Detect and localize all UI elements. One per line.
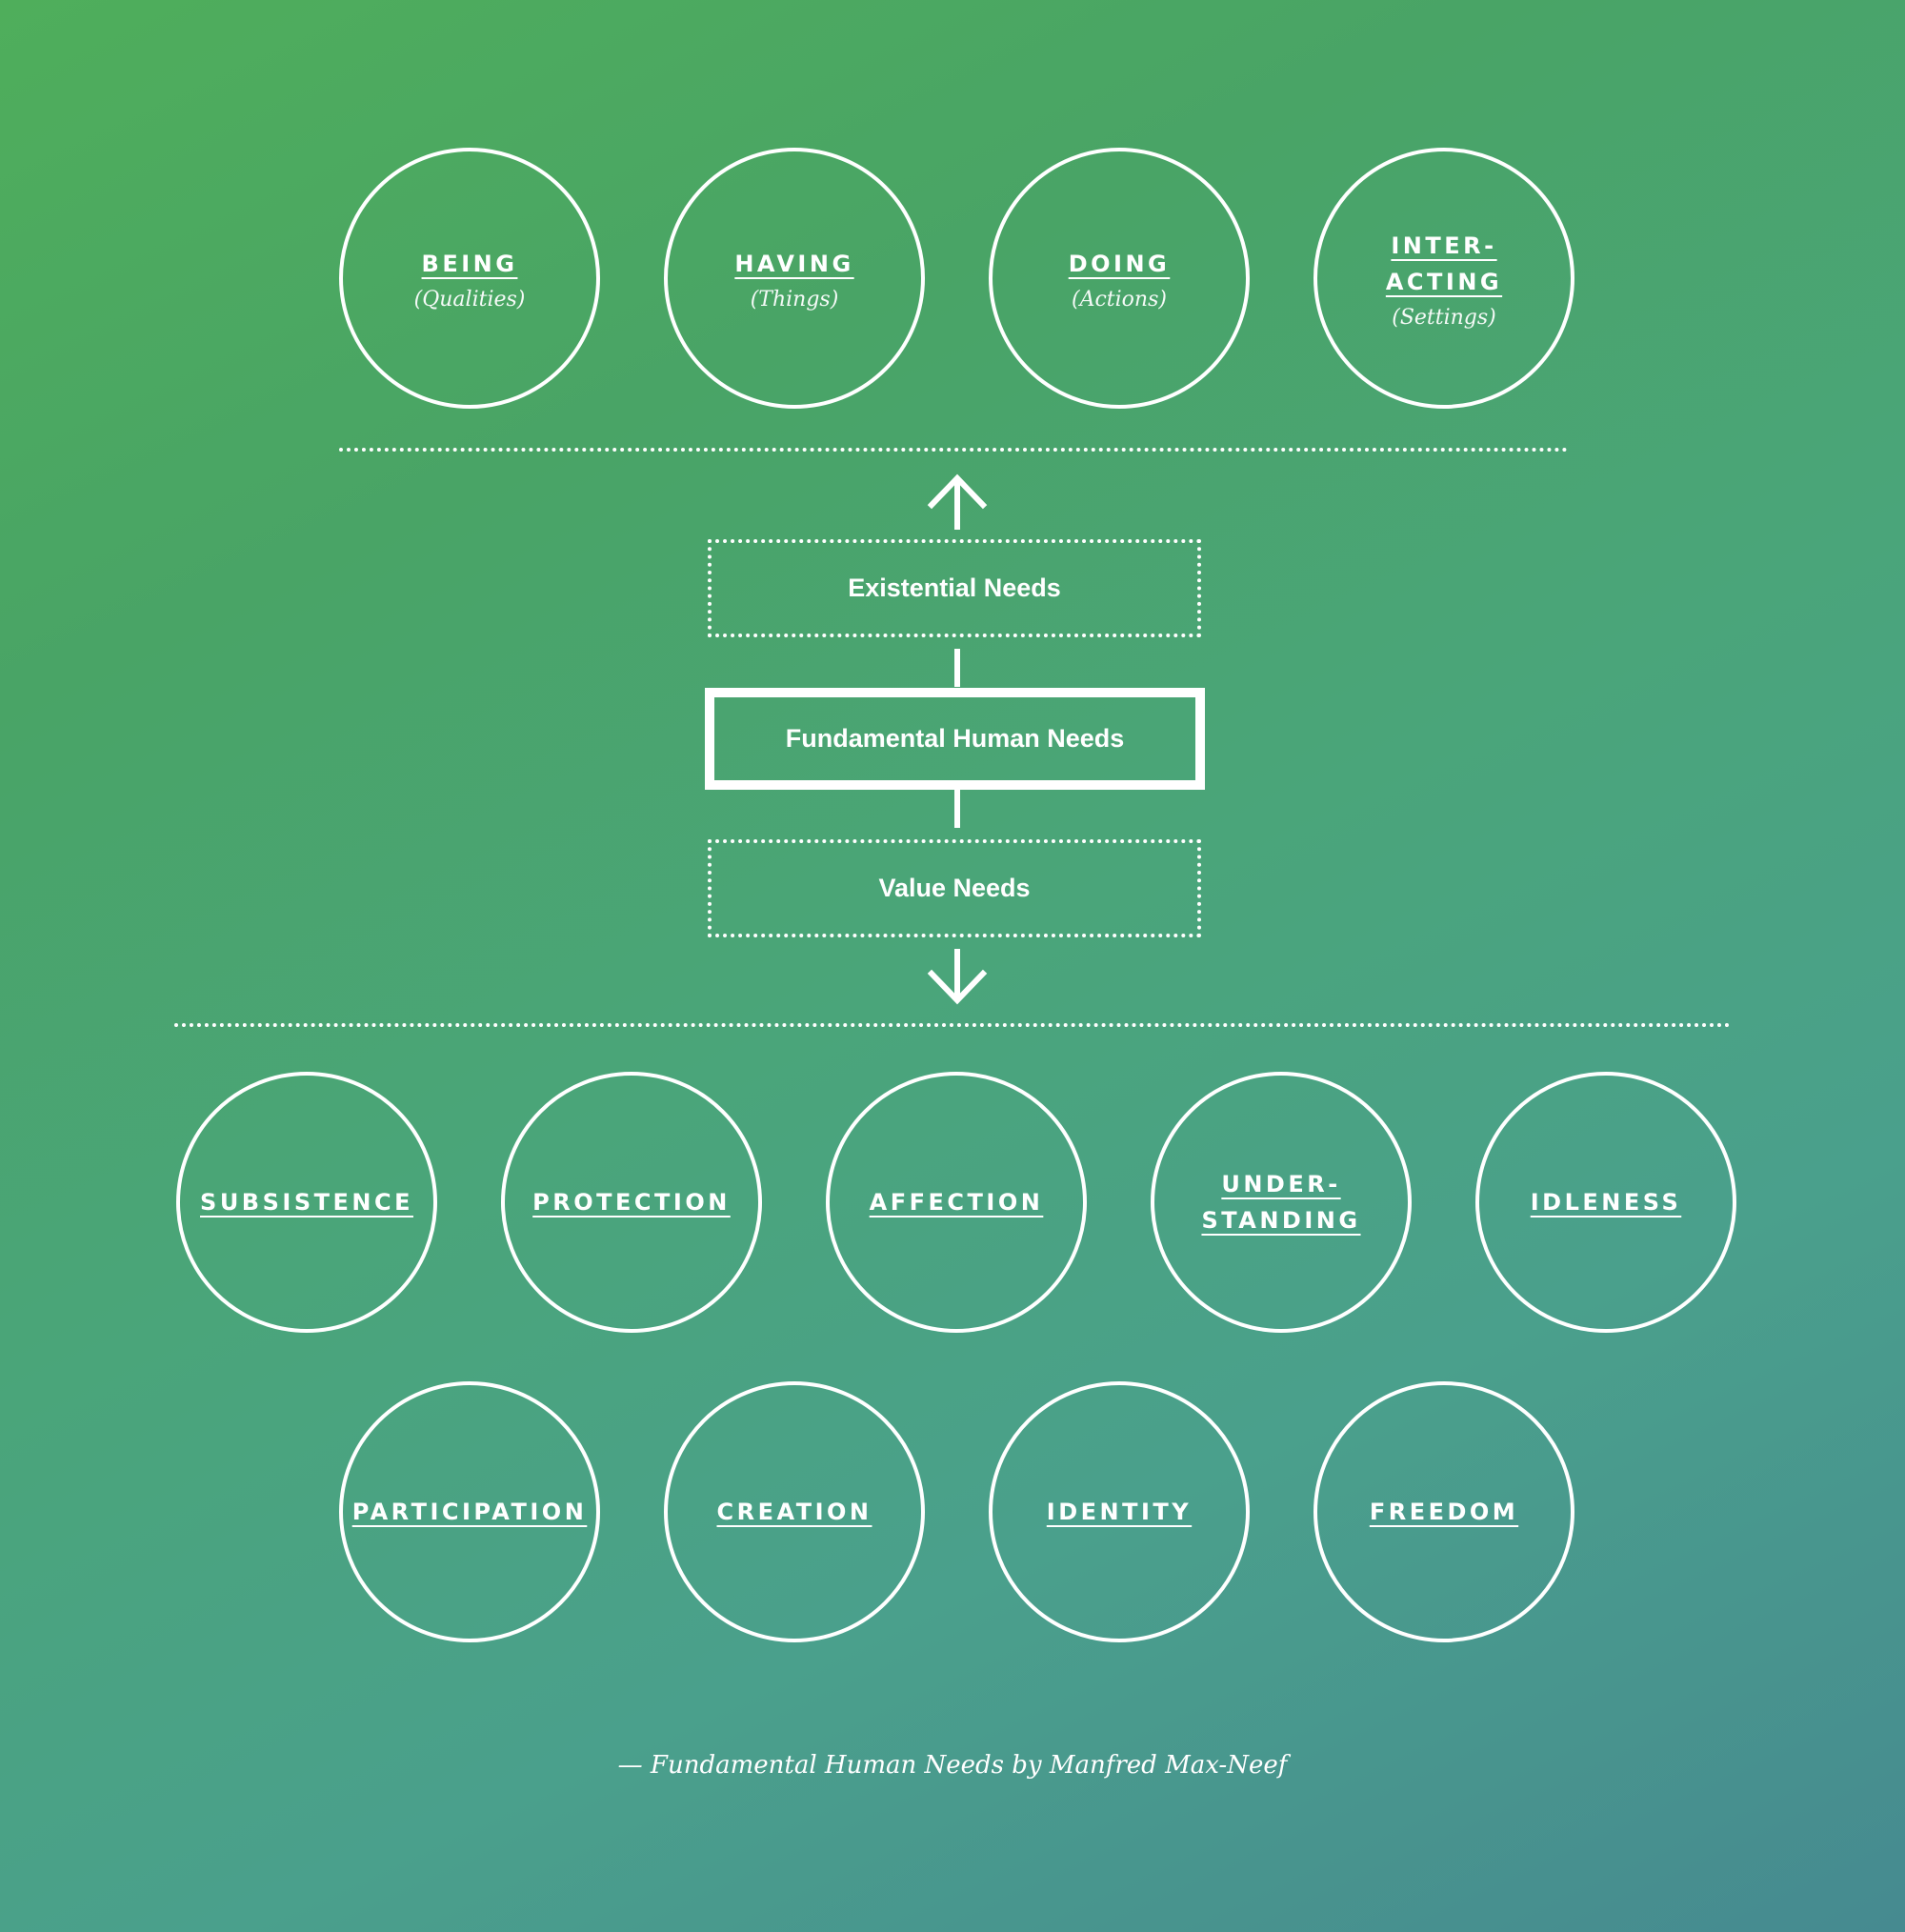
circle-subtitle: (Settings) bbox=[1392, 305, 1496, 330]
circle-title: DOING bbox=[1068, 250, 1171, 277]
fundamental-needs-label: Fundamental Human Needs bbox=[785, 724, 1125, 753]
circle-identity: IDENTITY bbox=[989, 1381, 1250, 1642]
circle-understanding: UNDER- STANDING bbox=[1151, 1072, 1412, 1333]
circle-having: HAVING (Things) bbox=[664, 148, 925, 409]
connector-line-lower bbox=[954, 790, 960, 828]
existential-needs-box: Existential Needs bbox=[708, 539, 1201, 637]
circle-title: INTER- ACTING bbox=[1385, 231, 1503, 295]
value-needs-box: Value Needs bbox=[708, 839, 1201, 937]
circle-title: AFFECTION bbox=[869, 1189, 1044, 1216]
arrow-down-icon bbox=[927, 949, 988, 1005]
value-needs-label: Value Needs bbox=[878, 874, 1031, 902]
circle-title: PARTICIPATION bbox=[351, 1499, 588, 1525]
circle-being: BEING (Qualities) bbox=[339, 148, 600, 409]
circle-creation: CREATION bbox=[664, 1381, 925, 1642]
circle-subtitle: (Qualities) bbox=[413, 287, 526, 312]
circle-title: SUBSISTENCE bbox=[200, 1189, 413, 1216]
attribution-caption: — Fundamental Human Needs by Manfred Max… bbox=[617, 1751, 1288, 1780]
circle-doing: DOING (Actions) bbox=[989, 148, 1250, 409]
existential-needs-label: Existential Needs bbox=[848, 574, 1061, 602]
circle-subtitle: (Things) bbox=[750, 287, 839, 312]
circle-subsistence: SUBSISTENCE bbox=[176, 1072, 437, 1333]
circle-title: IDENTITY bbox=[1046, 1499, 1193, 1525]
circle-interacting: INTER- ACTING (Settings) bbox=[1313, 148, 1574, 409]
circle-title: HAVING bbox=[734, 250, 854, 277]
circle-freedom: FREEDOM bbox=[1313, 1381, 1574, 1642]
circle-title: IDLENESS bbox=[1530, 1189, 1682, 1216]
circle-affection: AFFECTION bbox=[826, 1072, 1087, 1333]
circle-title: BEING bbox=[421, 250, 518, 277]
dotted-divider-top bbox=[339, 448, 1568, 452]
arrow-up-icon bbox=[927, 473, 988, 530]
circle-subtitle: (Actions) bbox=[1072, 287, 1167, 312]
circle-title: PROTECTION bbox=[532, 1189, 731, 1216]
circle-title: FREEDOM bbox=[1369, 1499, 1519, 1525]
fundamental-needs-box: Fundamental Human Needs bbox=[705, 688, 1205, 790]
dotted-divider-bottom bbox=[174, 1023, 1731, 1027]
connector-line-upper bbox=[954, 649, 960, 687]
circle-title: CREATION bbox=[716, 1499, 872, 1525]
circle-title: UNDER- STANDING bbox=[1201, 1171, 1361, 1234]
circle-idleness: IDLENESS bbox=[1475, 1072, 1736, 1333]
circle-protection: PROTECTION bbox=[501, 1072, 762, 1333]
circle-participation: PARTICIPATION bbox=[339, 1381, 600, 1642]
